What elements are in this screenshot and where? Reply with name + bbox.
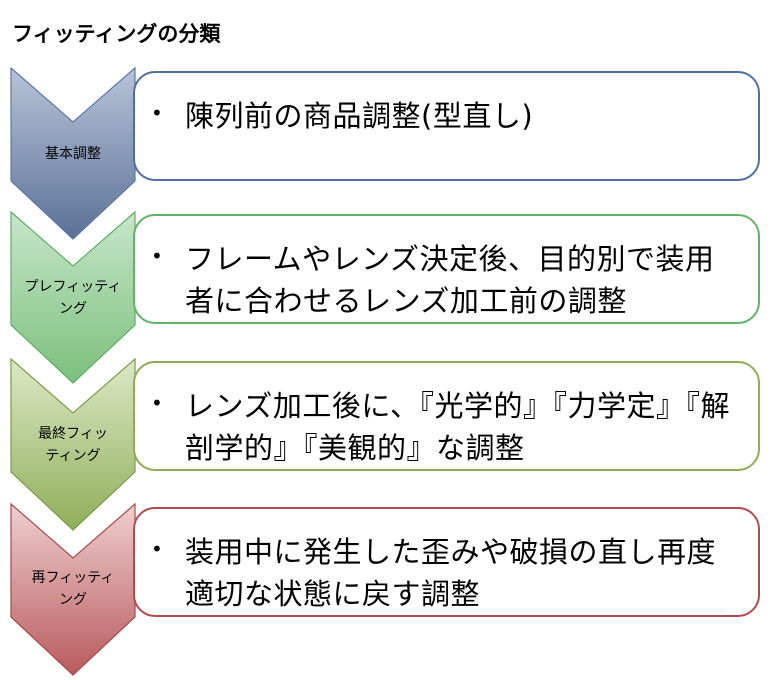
stage-chevron-final-fitting <box>10 357 136 534</box>
stage-label-line: プレフィッティ <box>24 279 122 295</box>
stage-label-line: ティング <box>45 448 101 464</box>
stage-label-line: 再フィッティ <box>31 570 115 586</box>
stage-chevron-pre-fitting <box>10 210 136 387</box>
bullet-icon: • <box>151 537 163 561</box>
stage-label-re-fitting: 再フィッティ ング <box>10 567 136 611</box>
stage-description: 装用中に発生した歪みや破損の直し再度適切な状態に戻す調整 <box>185 535 717 611</box>
bullet-icon: • <box>151 101 163 125</box>
stage-card-pre-fitting: • フレームやレンズ決定後、目的別で装用者に合わせるレンズ加工前の調整 <box>133 214 760 324</box>
stage-chevron-re-fitting <box>10 502 136 679</box>
stage-card-basic: • 陳列前の商品調整(型直し) <box>133 71 760 181</box>
stage-label-pre-fitting: プレフィッティ ング <box>10 276 136 320</box>
stage-label-line: 最終フィッ <box>38 426 108 442</box>
page-title: フィッティングの分類 <box>12 22 221 46</box>
stage-card-final-fitting: • レンズ加工後に、『光学的』『力学定』『解剖学的』『美観的』な調整 <box>133 361 760 471</box>
chevron-shape <box>10 210 136 384</box>
stage-description: レンズ加工後に、『光学的』『力学定』『解剖学的』『美観的』な調整 <box>185 389 731 465</box>
stage-description: フレームやレンズ決定後、目的別で装用者に合わせるレンズ加工前の調整 <box>185 242 715 318</box>
stage-label-final-fitting: 最終フィッ ティング <box>10 423 136 467</box>
stage-label-line: 基本調整 <box>45 146 101 162</box>
chevron-shape <box>10 357 136 531</box>
chevron-shape <box>10 502 136 676</box>
stage-card-re-fitting: • 装用中に発生した歪みや破損の直し再度適切な状態に戻す調整 <box>133 507 760 617</box>
stage-chevron-basic <box>10 66 136 243</box>
stage-label-line: ング <box>59 301 87 317</box>
chevron-shape <box>10 66 136 240</box>
bullet-icon: • <box>151 391 163 415</box>
stage-label-line: ング <box>59 592 87 608</box>
stage-description: 陳列前の商品調整(型直し) <box>185 99 534 133</box>
bullet-icon: • <box>151 244 163 268</box>
stage-label-basic: 基本調整 <box>10 143 136 165</box>
